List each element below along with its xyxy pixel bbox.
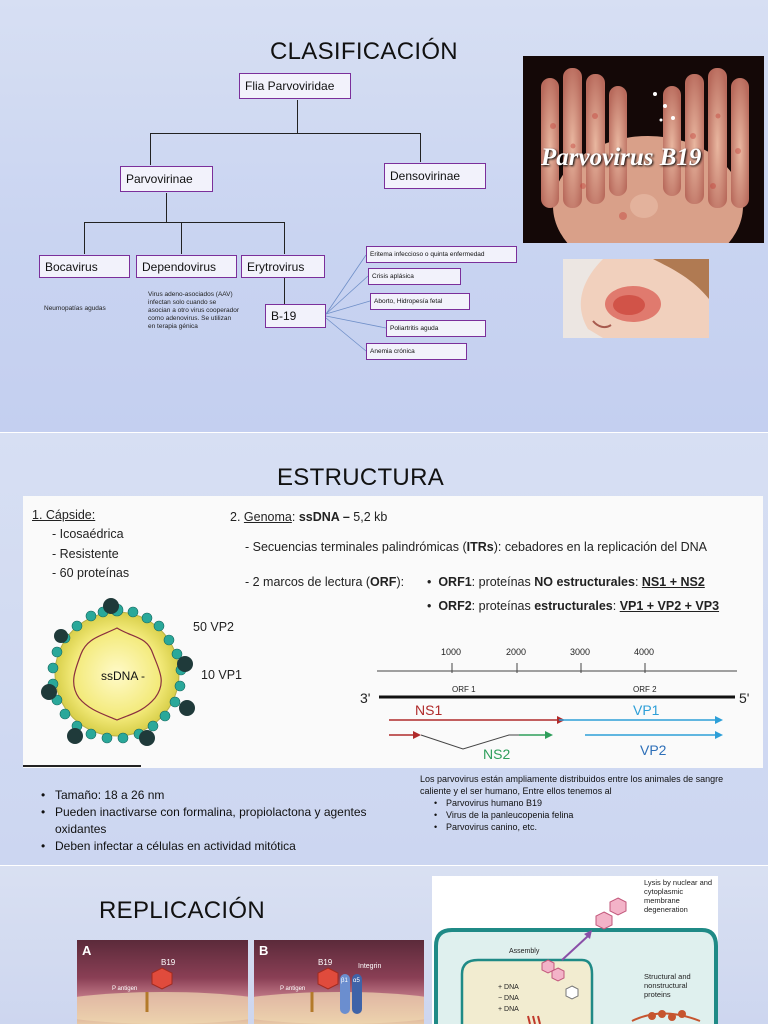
orf-line: - 2 marcos de lectura (ORF): <box>245 575 404 589</box>
bullet-item: Deben infectar a células en actividad mi… <box>39 838 379 855</box>
disease-crisis: Crisis aplásica <box>368 268 461 285</box>
orf2-bold: estructurales <box>534 599 613 613</box>
structure-panel: 1. Cápside: - Icosaédrica - Resistente -… <box>23 496 763 768</box>
distribution-item: Parvovirus canino, etc. <box>434 821 740 833</box>
virus-binding-a <box>77 940 248 1024</box>
itr-abbr: ITRs <box>467 540 494 554</box>
itr-line: - Secuencias terminales palindrómicas (I… <box>245 540 707 554</box>
dna-row: + DNA <box>498 1006 519 1013</box>
distribution-item: Virus de la panleucopenia felina <box>434 809 740 821</box>
child-rash-photo <box>563 259 709 338</box>
assembly-label: Assembly <box>509 948 539 955</box>
orf1-map-label: ORF 1 <box>452 685 476 694</box>
slide-replicacion: REPLICACIÓN A B19 P antigen B B19 Integr… <box>0 866 768 1024</box>
map-tick: 3000 <box>570 647 590 657</box>
genome-type: ssDNA – <box>299 510 350 524</box>
capsid-item: - 60 proteínas <box>52 566 129 580</box>
ssdna-label: ssDNA - <box>101 669 145 683</box>
distribution-text: Los parvovirus están ampliamente distrib… <box>420 773 740 833</box>
parvovirus-photo: Parvovirus B19 <box>523 56 764 243</box>
beta1-label: β1 <box>341 978 348 984</box>
virus-binding-b <box>254 940 424 1024</box>
vp2-count-label: 50 VP2 <box>193 620 234 634</box>
disease-anemia: Anemia crónica <box>366 343 467 360</box>
genome-colon: : <box>292 510 295 524</box>
orf-post: ): <box>396 575 404 589</box>
itr-pre: - Secuencias terminales palindrómicas ( <box>245 540 467 554</box>
vp1-count-label: 10 VP1 <box>201 668 242 682</box>
structural-proteins-note: Structural and nonstructural proteins <box>644 972 716 999</box>
ns2-label: NS2 <box>483 746 510 762</box>
lysis-note: Lysis by nuclear and cytoplasmic membran… <box>644 878 718 914</box>
capsid-heading-text: 1. Cápside: <box>32 508 95 522</box>
genome-num: 2. <box>230 510 240 524</box>
distribution-item: Parvovirus humano B19 <box>434 797 740 809</box>
capsid-heading: 1. Cápside: <box>32 508 95 522</box>
bullet: • <box>427 599 438 613</box>
end-3-label: 3' <box>360 690 370 706</box>
dna-row: + DNA <box>498 984 519 991</box>
orf2-mid: : proteínas <box>472 599 535 613</box>
orf1-mid: : proteínas <box>472 575 535 589</box>
distribution-list: Parvovirus humano B19 Virus de la panleu… <box>420 797 740 833</box>
vp2-label: VP2 <box>640 742 666 758</box>
disease-eritema: Eritema infeccioso o quinta enfermedad <box>366 246 517 263</box>
replication-diagram: Lysis by nuclear and cytoplasmic membran… <box>432 876 718 1024</box>
distribution-intro: Los parvovirus están ampliamente distrib… <box>420 773 740 797</box>
disease-poliartritis: Poliartritis aguda <box>386 320 486 337</box>
genome-heading: 2. Genoma: ssDNA – 5,2 kb <box>230 510 387 524</box>
divider <box>23 765 141 767</box>
dna-row: − DNA <box>498 995 519 1002</box>
child-face-illustration <box>563 259 709 338</box>
orf-pre: - 2 marcos de lectura ( <box>245 575 370 589</box>
genome-label: Genoma <box>244 510 292 524</box>
capsid-item: - Icosaédrica <box>52 527 124 541</box>
itr-post: ): cebadores en la replicación del DNA <box>494 540 707 554</box>
orf1-value: NS1 + NS2 <box>642 575 705 589</box>
orf2-line: • ORF2: proteínas estructurales: VP1 + V… <box>427 599 719 613</box>
orf2-colon: : <box>613 599 620 613</box>
bullet-item: Pueden inactivarse con formalina, propio… <box>39 804 379 838</box>
capsid-item: - Resistente <box>52 547 119 561</box>
photo-caption: Parvovirus B19 <box>541 144 701 172</box>
figure-b: B B19 Integrin P antigen β1 α5 <box>254 940 424 1024</box>
orf1-colon: : <box>635 575 642 589</box>
orf-abbr: ORF <box>370 575 396 589</box>
map-tick: 4000 <box>634 647 654 657</box>
slide-clasificacion: CLASIFICACIÓN Flia Parvoviridae Parvovir… <box>0 0 768 432</box>
slide-title: ESTRUCTURA <box>277 464 444 492</box>
genome-size: 5,2 kb <box>353 510 387 524</box>
map-tick: 1000 <box>441 647 461 657</box>
figure-a: A B19 P antigen <box>77 940 248 1024</box>
orf2-map-label: ORF 2 <box>633 685 657 694</box>
vp1-label: VP1 <box>633 702 659 718</box>
orf2-label: ORF2 <box>438 599 471 613</box>
orf2-value: VP1 + VP2 + VP3 <box>620 599 719 613</box>
size-bullets: Tamaño: 18 a 26 nm Pueden inactivarse co… <box>39 787 379 855</box>
disease-aborto: Aborto, Hidropesía fetal <box>370 293 470 310</box>
bullet-item: Tamaño: 18 a 26 nm <box>39 787 379 804</box>
bullet: • <box>427 575 438 589</box>
orf1-label: ORF1 <box>438 575 471 589</box>
ns1-label: NS1 <box>415 702 442 718</box>
map-tick: 2000 <box>506 647 526 657</box>
alpha5-label: α5 <box>353 978 360 984</box>
end-5-label: 5' <box>739 690 749 706</box>
slide-title: REPLICACIÓN <box>99 897 265 925</box>
slide-estructura: ESTRUCTURA 1. Cápside: - Icosaédrica - R… <box>0 433 768 865</box>
orf1-bold: NO estructurales <box>534 575 635 589</box>
orf1-line: • ORF1: proteínas NO estructurales: NS1 … <box>427 575 705 589</box>
